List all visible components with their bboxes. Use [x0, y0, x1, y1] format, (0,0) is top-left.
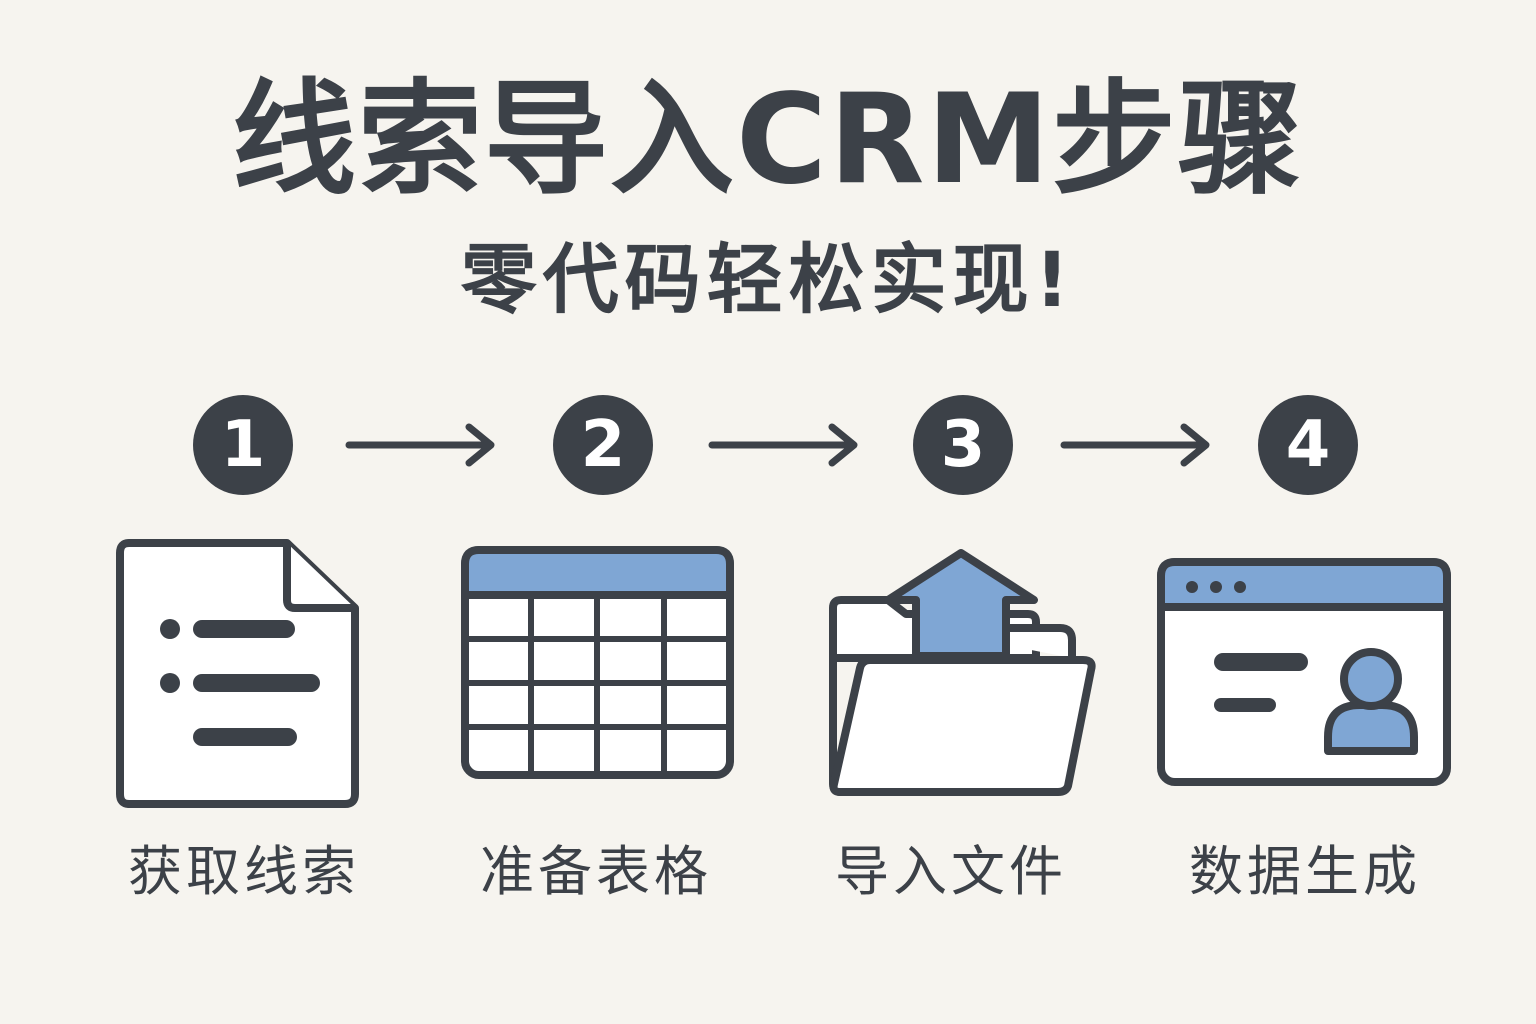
page-subtitle: 零代码轻松实现! [460, 235, 1076, 324]
arrow-right-icon [1060, 423, 1210, 467]
step-4-number: 4 [1258, 395, 1358, 495]
document-list-icon [116, 539, 359, 808]
arrow-right-icon [345, 423, 495, 467]
arrow-right-icon [708, 423, 858, 467]
step-2-label: 准备表格 [480, 840, 712, 903]
step-1-number: 1 [193, 395, 293, 495]
step-3-label: 导入文件 [835, 840, 1067, 903]
contact-profile-window-icon [1157, 558, 1451, 786]
step-1-label: 获取线索 [128, 840, 360, 903]
step-3-number: 3 [913, 395, 1013, 495]
page-title: 线索导入CRM步骤 [232, 68, 1304, 212]
step-2-number: 2 [553, 395, 653, 495]
spreadsheet-table-icon [461, 546, 734, 779]
step-4-label: 数据生成 [1189, 840, 1421, 903]
folder-upload-icon [829, 549, 1096, 796]
